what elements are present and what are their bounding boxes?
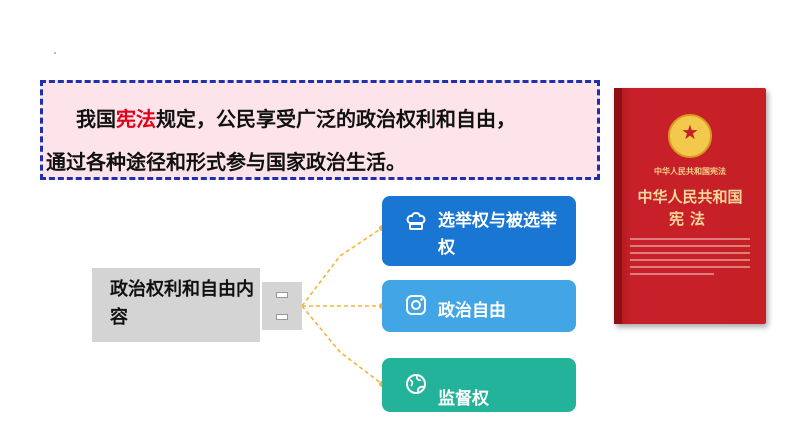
chef-hat-icon	[406, 212, 426, 230]
book-body-text	[630, 238, 750, 280]
item-label: 政治自由	[438, 301, 506, 321]
camera-icon	[406, 295, 426, 315]
statement-box	[40, 80, 600, 180]
usb-label: 政治权利和自由内容	[110, 279, 254, 328]
book-subtitle: 宪法	[668, 210, 711, 228]
book-spine	[614, 88, 622, 324]
usb-plug	[262, 282, 302, 330]
book-small-title: 中华人民共和国宪法	[654, 167, 726, 176]
item-political-freedom[interactable]: 政治自由	[382, 280, 576, 332]
statement-highlight: 宪法	[116, 107, 156, 131]
item-voting-rights[interactable]: 选举权与被选举权	[382, 196, 576, 266]
usb-label-box: 政治权利和自由内容	[92, 268, 260, 342]
item-label: 选举权与被选举权	[438, 211, 557, 258]
statement-prefix: 我国	[76, 107, 116, 131]
item-supervision-right[interactable]: 监督权	[382, 358, 576, 412]
statement-line-2: 通过各种途径和形式参与国家政治生活。	[46, 150, 406, 174]
book-title: 中华人民共和国	[637, 188, 743, 206]
statement-line-1: 我国宪法规定，公民享受广泛的政治权利和自由，	[76, 103, 516, 132]
globe-icon	[406, 374, 426, 394]
decor-dot	[54, 52, 56, 54]
statement-rest: 规定，公民享受广泛的政治权利和自由，	[156, 107, 516, 131]
constitution-book-image: ★ 中华人民共和国宪法 中华人民共和国 宪法	[614, 88, 766, 324]
item-label: 监督权	[438, 389, 489, 409]
national-emblem-icon: ★	[668, 114, 712, 158]
